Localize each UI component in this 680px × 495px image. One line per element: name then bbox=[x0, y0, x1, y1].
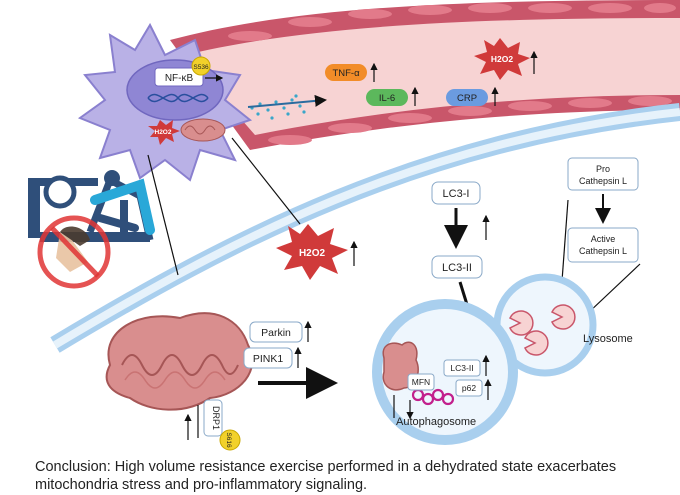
pro-cathepsin-line1: Pro bbox=[596, 164, 610, 174]
il6-label: IL-6 bbox=[379, 93, 395, 104]
lysosome-label: Lysosome bbox=[583, 333, 633, 345]
pro-cathepsin-box: Pro Cathepsin L bbox=[567, 157, 639, 191]
h2o2-vessel-label: H2O2 bbox=[491, 54, 513, 64]
dna-icon bbox=[147, 93, 209, 103]
mfn-box: MFN bbox=[407, 373, 435, 391]
h2o2-middle-label: H2O2 bbox=[299, 248, 326, 259]
drp1-label: DRP1 bbox=[211, 406, 221, 430]
lc3-ii-label: LC3-II bbox=[442, 262, 472, 274]
autophagosome-label: Autophagosome bbox=[396, 416, 476, 428]
s536-label: S536 bbox=[193, 64, 209, 71]
cytokine-il6: IL-6 bbox=[366, 86, 419, 106]
dehydrated-prohibition-icon bbox=[37, 215, 111, 289]
lysosome bbox=[493, 273, 597, 377]
h2o2-cell-label: H2O2 bbox=[155, 129, 172, 136]
active-cathepsin-line2: Cathepsin L bbox=[579, 246, 627, 256]
cell-membrane bbox=[50, 103, 680, 353]
p62-label: p62 bbox=[462, 383, 476, 393]
resistance-exercise-icon bbox=[28, 170, 155, 242]
parkin-label: Parkin bbox=[261, 327, 291, 339]
s616-label: S616 bbox=[225, 432, 232, 448]
pink1-label: PINK1 bbox=[253, 353, 284, 365]
h2o2-burst-cell bbox=[148, 120, 180, 145]
h2o2-burst-vessel: H2O2 bbox=[474, 38, 538, 80]
marker-crp: CRP bbox=[446, 86, 499, 106]
mfn-label: MFN bbox=[412, 377, 430, 387]
mitochondrion bbox=[105, 312, 254, 411]
active-cathepsin-box: Active Cathepsin L bbox=[567, 227, 639, 263]
cytokine-particles bbox=[250, 94, 306, 120]
tnfa-label: TNF-α bbox=[332, 68, 360, 79]
lc3-i-box: LC3-I bbox=[431, 181, 481, 205]
lc3ii-auto-box: LC3-II bbox=[443, 354, 490, 377]
crp-label: CRP bbox=[457, 93, 477, 104]
cytokine-tnfa: TNF-α bbox=[325, 62, 378, 82]
phospho-s536-badge bbox=[191, 56, 211, 76]
conclusion-text: Conclusion: High volume resistance exerc… bbox=[35, 459, 617, 493]
nfkb-label: NF-κB bbox=[165, 73, 194, 84]
lc3-i-label: LC3-I bbox=[443, 188, 470, 200]
pink1-box: PINK1 bbox=[243, 346, 302, 369]
endothelial-cells bbox=[228, 3, 676, 145]
macrophage-mitochondrion bbox=[180, 118, 226, 142]
blood-vessel bbox=[170, 0, 680, 150]
parkin-box: Parkin bbox=[249, 320, 312, 343]
h2o2-burst-middle: H2O2 bbox=[276, 224, 358, 280]
drp1-box: DRP1 S616 bbox=[184, 399, 241, 451]
pro-cathepsin-line2: Cathepsin L bbox=[579, 176, 627, 186]
active-cathepsin-line1: Active bbox=[591, 234, 616, 244]
vessel-lumen bbox=[185, 18, 680, 135]
p62-box: p62 bbox=[455, 378, 492, 400]
macrophage: NF-κB S536 H2O2 bbox=[77, 22, 327, 182]
nfkb-box bbox=[154, 67, 204, 87]
lc3ii-auto-label: LC3-II bbox=[450, 363, 473, 373]
lc3-ii-box: LC3-II bbox=[431, 255, 483, 279]
